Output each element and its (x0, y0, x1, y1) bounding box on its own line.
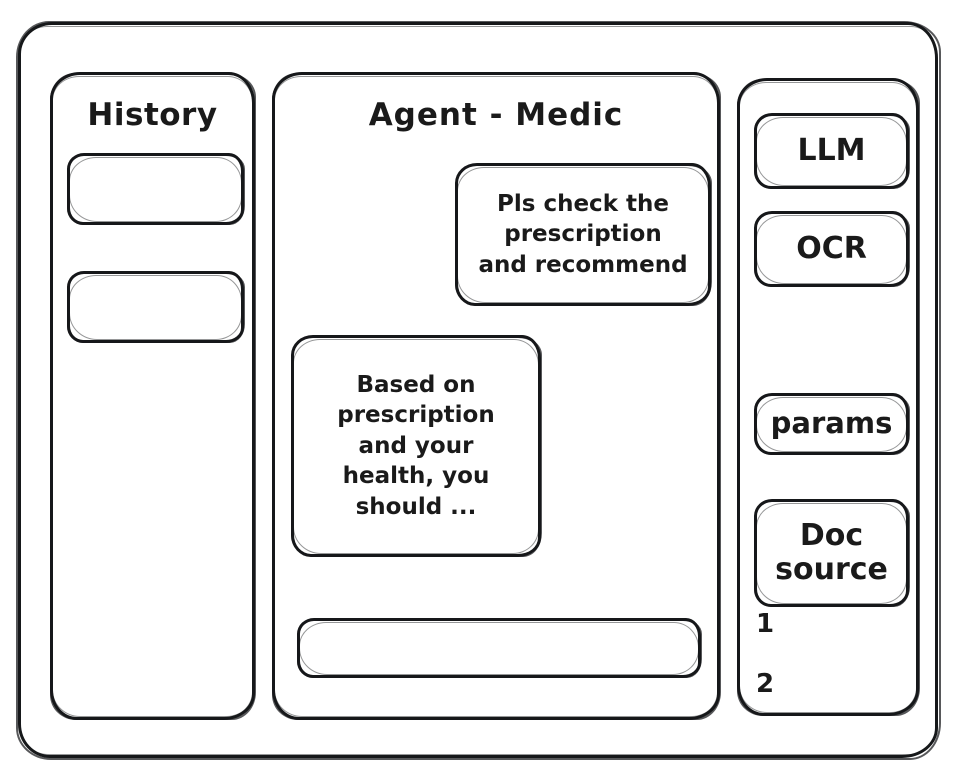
tool-card-doc-source[interactable]: Doc source (754, 499, 910, 607)
chat-message-text: Pls check the prescription and recommend (478, 190, 688, 278)
history-list-item[interactable] (67, 153, 245, 225)
agent-panel: Agent - Medic Pls check the prescription… (272, 72, 721, 720)
chat-message-user: Pls check the prescription and recommend (455, 163, 712, 306)
history-panel: History (50, 72, 256, 720)
tool-card-label: OCR (796, 230, 867, 266)
tools-panel: LLM OCR params Doc source 1 2 (737, 78, 920, 716)
tool-card-label: LLM (797, 132, 866, 168)
chat-input-field[interactable] (297, 618, 702, 678)
chat-message-assistant: Based on prescription and your health, y… (291, 335, 542, 557)
tool-card-label: Doc source (775, 517, 888, 587)
doc-source-list-item[interactable]: 2 (756, 669, 775, 699)
tool-card-llm[interactable]: LLM (754, 113, 910, 189)
history-list-item[interactable] (67, 271, 245, 343)
page-title: Agent - Medic (368, 97, 624, 133)
history-panel-title: History (87, 97, 218, 133)
tool-card-params[interactable]: params (754, 393, 910, 455)
doc-source-list-item[interactable]: 1 (756, 609, 775, 639)
tool-card-ocr[interactable]: OCR (754, 211, 910, 287)
chat-message-text: Based on prescription and your health, y… (337, 371, 495, 520)
tool-card-label: params (770, 406, 893, 441)
